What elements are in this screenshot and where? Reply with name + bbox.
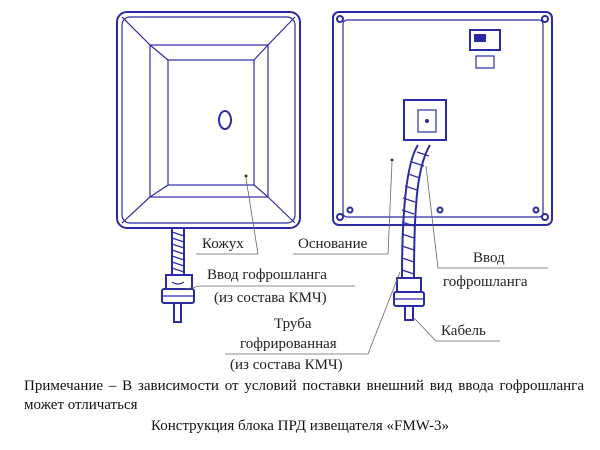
note-text: Примечание – В зависимости от условий по… [24,378,584,413]
label-hose-entry-right-2: гофрошланга [443,274,528,290]
label-tube-2: гофрированная [240,336,337,352]
cover-drawing [116,11,301,323]
label-hose-entry-left: Ввод гофрошланга [207,267,327,283]
label-hose-entry-right-1: Ввод [473,250,505,266]
right-hose [393,144,431,321]
label-tube-1: Труба [274,316,312,332]
base-drawing [332,11,553,321]
label-cover: Кожух [202,236,244,252]
leader-lines [185,158,548,355]
label-base: Основание [298,236,368,252]
screw-hole-icon [218,110,232,130]
figure-caption: Конструкция блока ПРД извещателя «FMW-3» [151,418,449,434]
label-hose-entry-left-kit: (из состава КМЧ) [214,290,327,306]
left-hose [161,228,195,323]
label-cable: Кабель [441,323,486,339]
label-tube-kit: (из состава КМЧ) [230,357,343,373]
